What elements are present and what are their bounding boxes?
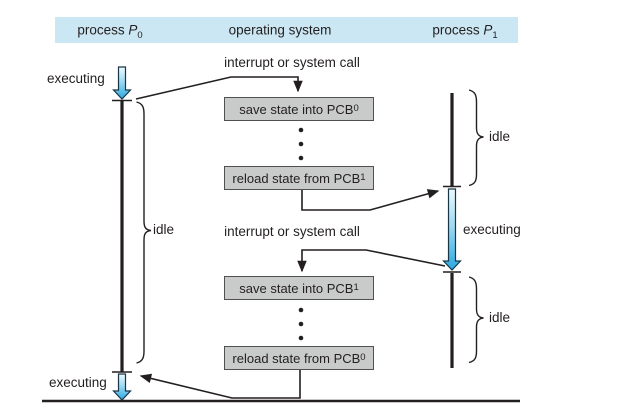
header-var: P bbox=[483, 22, 493, 38]
box-label: save state into PCB bbox=[239, 101, 354, 117]
ellipsis-dots-top bbox=[298, 127, 304, 161]
idle-label-p1-bottom: idle bbox=[489, 310, 511, 325]
idle-label-p1-top: idle bbox=[489, 129, 511, 144]
ellipsis-dots-bottom bbox=[298, 307, 304, 341]
header-col-process-p0: process P0 bbox=[77, 22, 143, 42]
reload-flow-to-p0 bbox=[139, 370, 301, 399]
interrupt-label-mid: interrupt or system call bbox=[224, 224, 360, 239]
idle-brace-p1-top bbox=[468, 89, 484, 187]
executing-arrow-p1 bbox=[442, 188, 462, 271]
reload-flow-to-p1 bbox=[301, 189, 440, 211]
header-col-operating-system: operating system bbox=[229, 23, 332, 38]
header-sub: 0 bbox=[137, 30, 143, 42]
interrupt-flow-p0-to-save bbox=[135, 76, 303, 100]
executing-arrow-p0-top bbox=[112, 66, 132, 100]
header-label: operating system bbox=[228, 22, 332, 38]
executing-arrow-p0-bottom bbox=[112, 373, 132, 401]
box-label: reload state from PCB bbox=[232, 350, 361, 366]
idle-label-p0: idle bbox=[153, 222, 175, 237]
box-label: save state into PCB bbox=[239, 280, 354, 296]
header-bar bbox=[55, 17, 518, 43]
header-col-process-p1: process P1 bbox=[432, 22, 498, 42]
interrupt-flow-p1-to-save bbox=[297, 249, 446, 273]
header-var: P bbox=[128, 22, 138, 38]
idle-brace-p0 bbox=[136, 101, 152, 364]
interrupt-label-top: interrupt or system call bbox=[224, 55, 360, 70]
executing-label-p1: executing bbox=[463, 222, 521, 237]
box-label: reload state from PCB bbox=[232, 170, 361, 186]
header-label: process bbox=[432, 22, 484, 38]
header-label: process bbox=[77, 22, 129, 38]
executing-label-p0-top: executing bbox=[47, 71, 105, 86]
header-sub: 1 bbox=[492, 30, 498, 42]
executing-label-p0-bottom: executing bbox=[49, 375, 107, 390]
idle-brace-p1-bottom bbox=[468, 276, 484, 364]
